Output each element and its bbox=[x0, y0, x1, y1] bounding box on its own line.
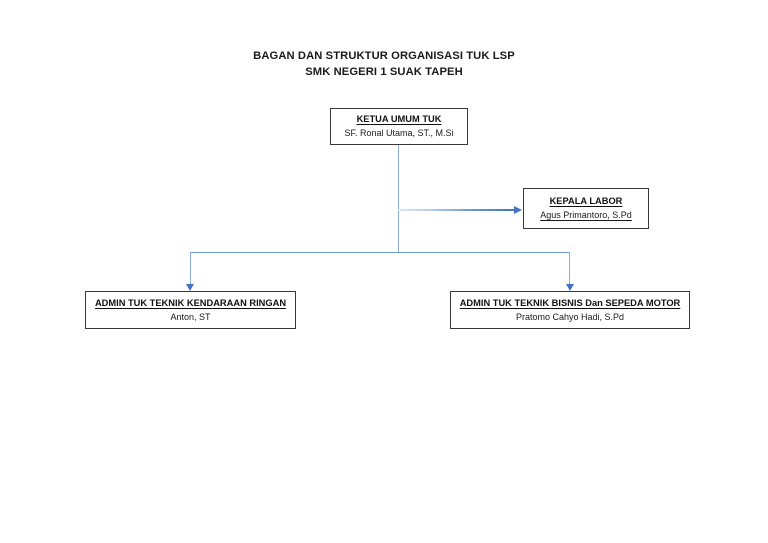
chart-title: BAGAN DAN STRUKTUR ORGANISASI TUK LSP SM… bbox=[0, 48, 768, 80]
chart-title-line-2: SMK NEGERI 1 SUAK TAPEH bbox=[305, 66, 463, 78]
node-kepala-labor-person: Agus Primantoro, S.Pd bbox=[540, 210, 632, 220]
connector-split-bar-horizontal bbox=[190, 252, 570, 254]
node-admin-tuk-teknik-bisnis-dan-sepeda-motor-role: ADMIN TUK TEKNIK BISNIS Dan SEPEDA MOTOR bbox=[459, 297, 681, 308]
node-ketua-umum-tuk[interactable]: KETUA UMUM TUK SF. Ronal Utama, ST., M.S… bbox=[330, 108, 468, 145]
node-admin-tuk-teknik-kendaraan-ringan-role: ADMIN TUK TEKNIK KENDARAAN RINGAN bbox=[94, 297, 287, 308]
node-admin-tuk-teknik-kendaraan-ringan-person: Anton, ST bbox=[170, 311, 211, 322]
node-kepala-labor-role: KEPALA LABOR bbox=[549, 196, 623, 206]
node-admin-tuk-teknik-bisnis-dan-sepeda-motor-person: Pratomo Cahyo Hadi, S.Pd bbox=[515, 311, 625, 322]
connector-drop-left bbox=[190, 252, 192, 286]
arrow-head-right-icon bbox=[514, 205, 522, 214]
arrow-head-down-right-icon bbox=[565, 284, 574, 291]
connector-trunk-vertical bbox=[398, 145, 400, 253]
node-ketua-umum-tuk-role: KETUA UMUM TUK bbox=[356, 114, 442, 124]
node-kepala-labor[interactable]: KEPALA LABOR Agus Primantoro, S.Pd bbox=[523, 188, 649, 229]
arrow-head-down-left-icon bbox=[186, 284, 195, 291]
connector-drop-right bbox=[569, 252, 571, 286]
node-ketua-umum-tuk-person: SF. Ronal Utama, ST., M.Si bbox=[344, 128, 454, 138]
node-admin-tuk-teknik-kendaraan-ringan[interactable]: ADMIN TUK TEKNIK KENDARAAN RINGAN Anton,… bbox=[85, 291, 296, 329]
node-admin-tuk-teknik-bisnis-dan-sepeda-motor[interactable]: ADMIN TUK TEKNIK BISNIS Dan SEPEDA MOTOR… bbox=[450, 291, 690, 329]
connector-to-kepala-labor bbox=[398, 209, 516, 211]
chart-title-line-1: BAGAN DAN STRUKTUR ORGANISASI TUK LSP bbox=[253, 50, 515, 62]
